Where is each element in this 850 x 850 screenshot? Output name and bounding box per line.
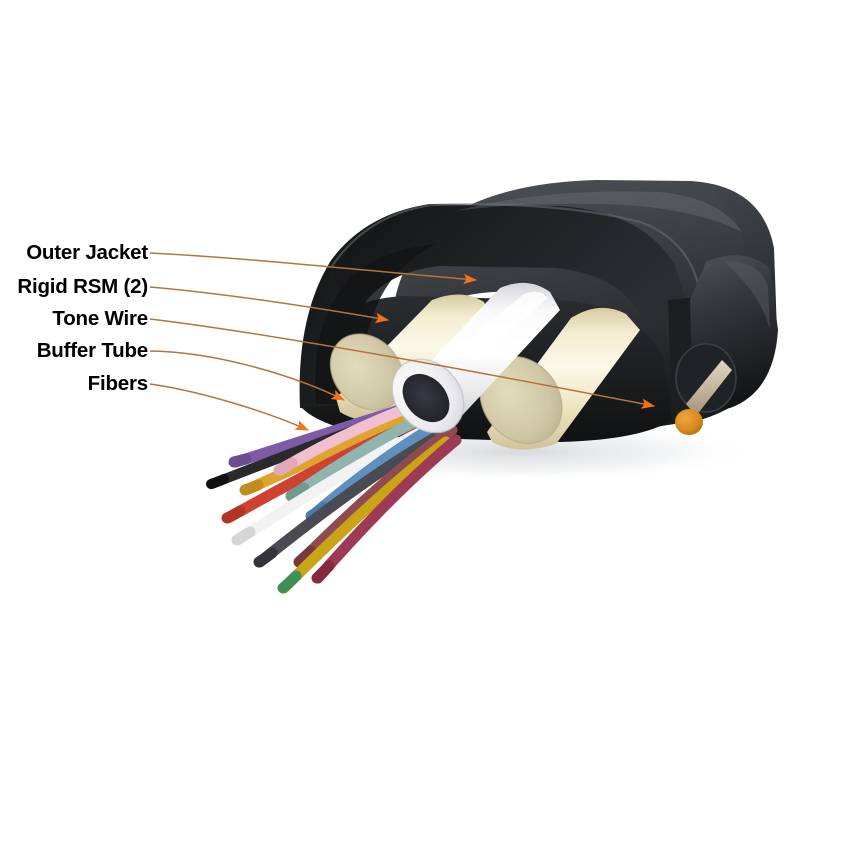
leader-buffer-tube (149, 350, 346, 401)
buffer-tube-group (391, 282, 560, 434)
outer-jacket-rim-highlight (331, 203, 702, 293)
buffer-tube-end-rim (391, 358, 465, 434)
leader-fibers (149, 383, 310, 431)
tone-wire-group (668, 255, 778, 435)
tone-wire-jacket-end-rim (675, 343, 737, 413)
fiber-yellow (278, 436, 452, 594)
rsm-rod-right-end-cap (480, 356, 562, 444)
buffer-tube-sheen (452, 291, 548, 362)
callout-leaders (149, 252, 656, 431)
callout-label-fibers: Fibers (87, 372, 149, 395)
fiber-white-tip (231, 526, 256, 546)
outer-jacket-cut-arch (330, 204, 690, 330)
fiber-aqua-tip (285, 482, 310, 502)
tone-wire-highlight (724, 261, 770, 330)
fiber-yellow-green-tip (277, 570, 302, 594)
tone-wire-insulation (686, 360, 732, 416)
leader-tone-wire (149, 318, 656, 409)
tone-wire-conductor-tip (675, 409, 703, 435)
fiber-green (312, 434, 462, 584)
fiber-violet-tip (228, 453, 252, 468)
fiber-black-tip (206, 474, 229, 489)
leader-rigid-rsm (149, 286, 390, 323)
buffer-tube-bore (402, 373, 450, 423)
fiber-slate-tip (253, 547, 278, 568)
fiber-green-tip (311, 560, 335, 584)
callout-label-rigid-rsm: Rigid RSM (2) (17, 275, 148, 298)
tone-wire-jacket-end (676, 344, 736, 412)
fiber-brown-tip (293, 545, 317, 568)
fiber-orange-tip (239, 479, 264, 496)
callout-label-outer-jacket: Outer Jacket (26, 241, 148, 264)
fiber-rose-tip (273, 457, 298, 476)
outer-jacket-sheen (452, 191, 742, 232)
callout-label-buffer-tube: Buffer Tube (36, 339, 149, 362)
rsm-rod-left (329, 294, 492, 422)
callout-label-tone-wire: Tone Wire (52, 307, 148, 330)
leader-outer-jacket (149, 252, 478, 285)
rsm-rod-left-end-cap (330, 334, 404, 410)
fiber-red-tip (221, 505, 246, 524)
fiber-brown (294, 424, 458, 568)
